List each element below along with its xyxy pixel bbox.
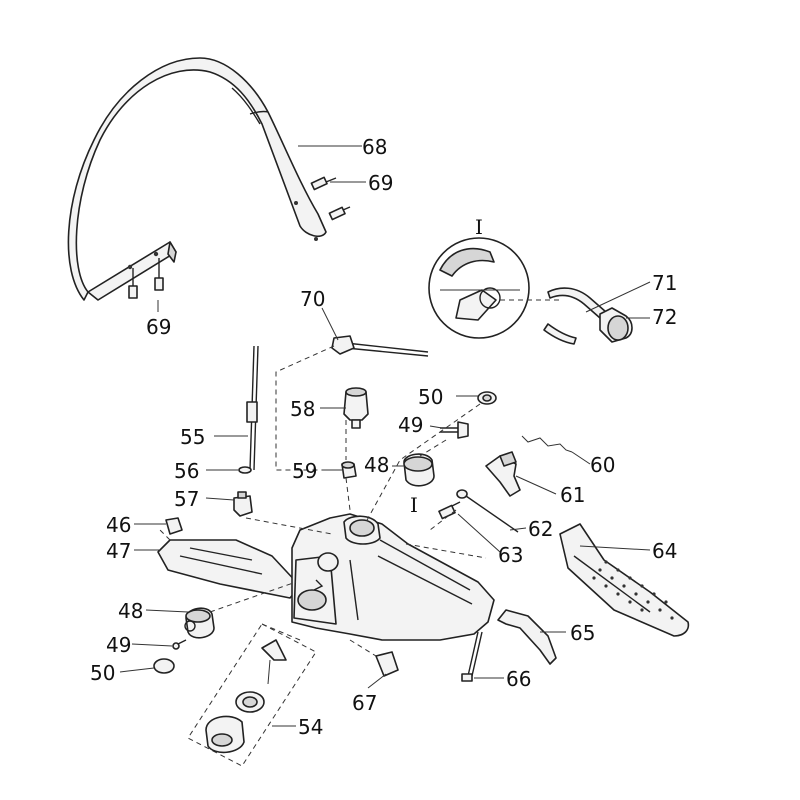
callout-48-top: 48	[364, 453, 389, 477]
callout-67: 67	[352, 691, 377, 715]
cover-part-64	[559, 523, 690, 637]
shaft-part-55	[246, 345, 259, 471]
callout-labels: 68 69 69 70 71 72 50 49 58 55 56 59 48 6…	[90, 135, 677, 739]
callout-61: 61	[560, 483, 585, 507]
bolt-part-49-bottom	[172, 639, 187, 650]
callout-69-bottom: 69	[146, 315, 171, 339]
callout-56: 56	[174, 459, 199, 483]
screw-part-69-top	[310, 176, 351, 221]
callout-65: 65	[570, 621, 595, 645]
rod-part-70	[331, 335, 429, 357]
washer-part-50-bottom	[153, 658, 175, 674]
callout-50-bottom: 50	[90, 661, 115, 685]
front-handle-part-68	[67, 57, 327, 301]
filter-part-72	[599, 307, 633, 343]
callout-66: 66	[506, 667, 531, 691]
callout-49-bottom: 49	[106, 633, 131, 657]
callout-46: 46	[106, 513, 131, 537]
damper-part-48-bottom	[184, 607, 215, 639]
callout-57: 57	[174, 487, 199, 511]
callout-49-top: 49	[398, 413, 423, 437]
bushing-part-59	[341, 461, 357, 479]
o-ring-part-56	[238, 466, 252, 474]
callout-55: 55	[180, 425, 205, 449]
hose-part-71	[543, 287, 607, 345]
cap-assembly-part-54	[187, 623, 317, 767]
detail-i-marker-top: I	[475, 215, 483, 239]
callout-48-bottom: 48	[118, 599, 143, 623]
assembly-lines	[159, 345, 487, 657]
detail-i-inset	[428, 237, 560, 339]
callout-60: 60	[590, 453, 615, 477]
callout-71: 71	[652, 271, 677, 295]
trigger-part-65	[497, 609, 557, 665]
callout-70: 70	[300, 287, 325, 311]
clip-part-46	[165, 517, 183, 535]
crankcase-body	[291, 513, 495, 641]
nut-part-57	[233, 491, 253, 517]
chain-guard-part-47	[157, 539, 301, 599]
detail-i-marker-body: I	[410, 493, 418, 517]
callout-62: 62	[528, 517, 553, 541]
screw-part-69-bottom	[128, 258, 164, 299]
callout-64: 64	[652, 539, 677, 563]
washer-part-50-top	[477, 391, 497, 405]
pin-part-63	[438, 501, 461, 520]
switch-part-67	[375, 651, 399, 677]
spring-part-60	[521, 435, 573, 453]
callout-50-top: 50	[418, 385, 443, 409]
callout-59: 59	[292, 459, 317, 483]
damper-part-48-top	[403, 453, 435, 487]
callout-69-top: 69	[368, 171, 393, 195]
lever-part-61	[485, 451, 521, 497]
callout-54: 54	[298, 715, 323, 739]
pin-part-66	[461, 631, 483, 682]
cable-part-62	[456, 489, 519, 533]
callout-68: 68	[362, 135, 387, 159]
callout-63: 63	[498, 543, 523, 567]
bolt-part-49-top	[440, 421, 469, 439]
knob-part-58	[343, 387, 369, 429]
callout-72: 72	[652, 305, 677, 329]
callout-47: 47	[106, 539, 131, 563]
callout-58: 58	[290, 397, 315, 421]
leader-lines	[119, 145, 651, 727]
